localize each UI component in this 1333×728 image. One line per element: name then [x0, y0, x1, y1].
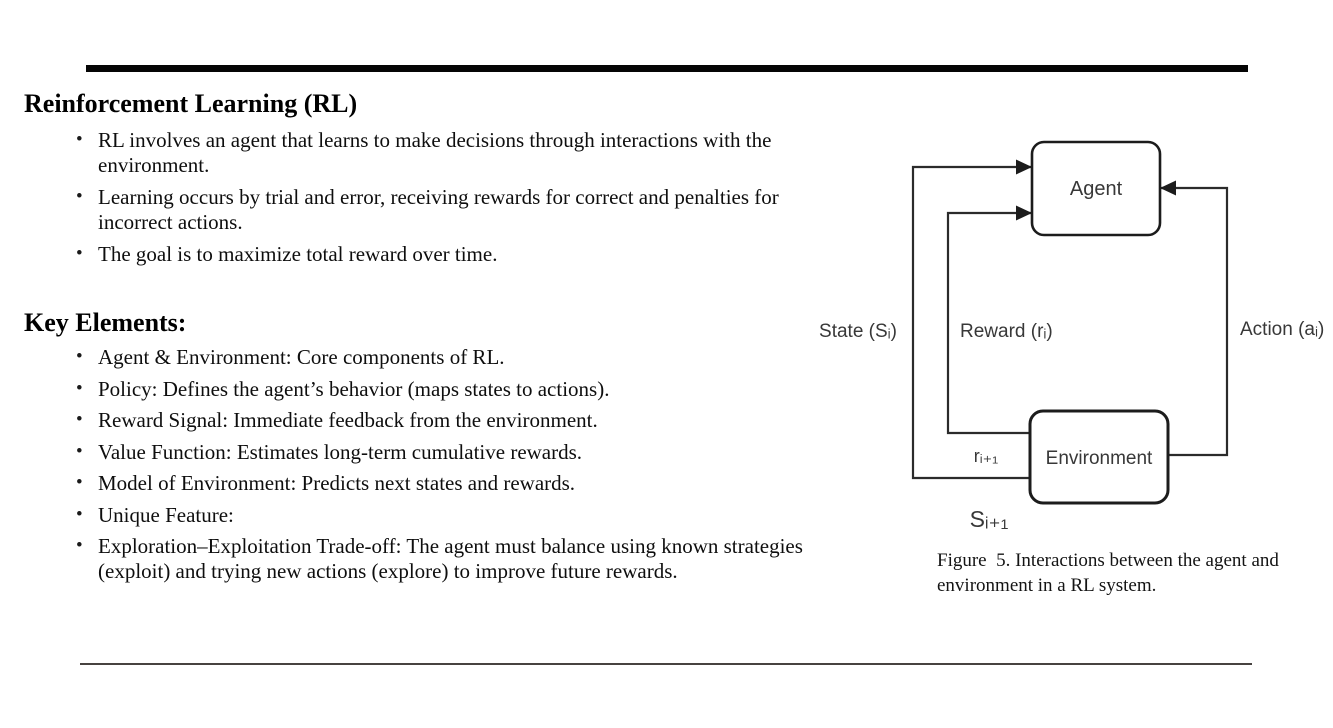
state-next-label: Sᵢ₊₁	[970, 506, 1009, 532]
environment-box-label: Environment	[1046, 448, 1153, 469]
bullet-item: RL involves an agent that learns to make…	[75, 127, 805, 178]
bullet-item: Reward Signal: Immediate feedback from t…	[75, 407, 805, 433]
rl-diagram: Agent Environment State (Sᵢ) Reward (rᵢ)…	[813, 130, 1333, 620]
agent-box-label: Agent	[1070, 178, 1123, 200]
action-arrow	[1160, 186, 1229, 457]
key-elements-bullet-list: Agent & Environment: Core components of …	[75, 344, 805, 591]
bullet-item: Policy: Defines the agent’s behavior (ma…	[75, 376, 805, 402]
bullet-item: Value Function: Estimates long-term cumu…	[75, 439, 805, 465]
reward-next-label: rᵢ₊₁	[974, 446, 998, 466]
state-arrow	[911, 165, 1032, 480]
state-arrowhead-icon	[1016, 159, 1032, 175]
rl-diagram-figure: Agent Environment State (Sᵢ) Reward (rᵢ)…	[819, 140, 1324, 532]
bullet-item: Model of Environment: Predicts next stat…	[75, 470, 805, 496]
reward-label: Reward (rᵢ)	[960, 321, 1053, 342]
top-divider	[86, 65, 1248, 72]
slide-title: Reinforcement Learning (RL)	[24, 89, 358, 118]
agent-box	[1030, 140, 1162, 237]
bottom-divider	[80, 663, 1252, 665]
bullet-item: Unique Feature:	[75, 502, 805, 528]
action-label: Action (aᵢ)	[1240, 319, 1324, 340]
rl-bullet-list: RL involves an agent that learns to make…	[75, 127, 805, 274]
key-elements-heading: Key Elements:	[24, 308, 187, 337]
bullet-item: Agent & Environment: Core components of …	[75, 344, 805, 370]
action-arrowhead-icon	[1160, 180, 1176, 196]
state-label: State (Sᵢ)	[819, 321, 897, 342]
environment-box	[1028, 409, 1170, 505]
bullet-item: Exploration–Exploitation Trade-off: The …	[75, 533, 805, 584]
reward-arrowhead-icon	[1016, 205, 1032, 221]
bullet-item: Learning occurs by trial and error, rece…	[75, 184, 805, 235]
figure-caption: Figure 5. Interactions between the agent…	[937, 550, 1284, 596]
bullet-item: The goal is to maximize total reward ove…	[75, 241, 805, 267]
reward-arrow	[946, 211, 1032, 435]
